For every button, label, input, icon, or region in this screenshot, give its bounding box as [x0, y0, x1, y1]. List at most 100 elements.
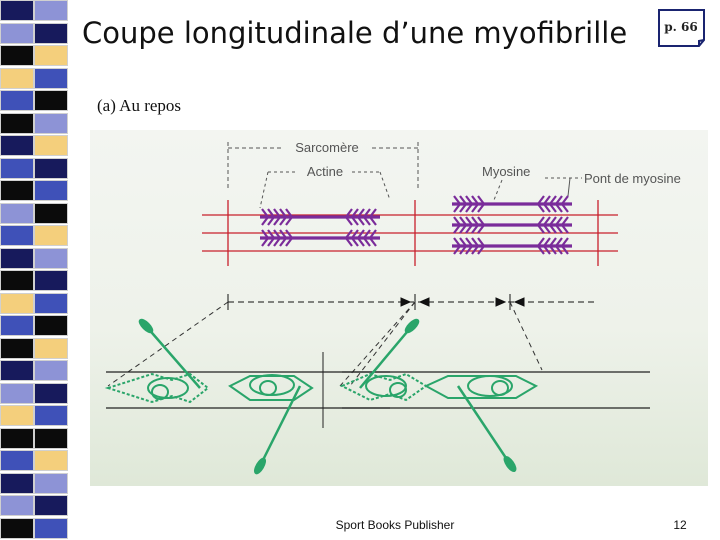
strip-square	[34, 450, 68, 471]
strip-square	[34, 382, 68, 404]
strip-square	[34, 67, 68, 89]
strip-square	[0, 0, 34, 21]
figure-subtitle: (a) Au repos	[97, 96, 182, 115]
strip-square	[34, 112, 68, 134]
cross-bridge-head	[548, 237, 557, 255]
strip-square	[34, 315, 68, 336]
page-reference-text: p. 66	[664, 20, 698, 34]
strip-square	[34, 0, 68, 21]
strip-square	[0, 405, 34, 426]
cross-bridge-head	[459, 237, 468, 255]
strip-square	[34, 90, 68, 111]
strip-square	[0, 517, 34, 539]
thin-filaments	[202, 200, 618, 266]
bridge-pointer-tick	[567, 177, 571, 197]
strip-square	[0, 360, 34, 381]
cross-bridge-head	[368, 229, 377, 247]
strip-square	[0, 225, 34, 246]
strip-square	[0, 450, 34, 471]
strip-square	[0, 112, 34, 134]
cross-bridge-head	[471, 216, 480, 234]
cross-bridge-head	[356, 208, 365, 226]
cross-bridge-head	[368, 208, 377, 226]
cross-bridge-head	[477, 195, 486, 213]
actin-label: Actine	[307, 164, 343, 179]
cross-bridge-head	[560, 216, 569, 234]
strip-square	[34, 472, 68, 494]
myosin-bridge-label: Pont de myosine	[584, 171, 681, 186]
myofibril-figure: Sarcomère Actine Myosine Pont de myosine	[90, 130, 708, 486]
strip-square	[0, 270, 34, 291]
strip-column-right	[34, 0, 68, 540]
cross-bridge-head	[344, 229, 353, 247]
cross-bridge-head	[267, 229, 276, 247]
strip-square	[34, 247, 68, 269]
cross-bridge-head	[560, 237, 569, 255]
cross-bridge-head	[554, 216, 563, 234]
actin-pointer-lines	[259, 171, 391, 209]
strip-square	[34, 157, 68, 179]
cross-bridge-head	[459, 216, 468, 234]
cross-bridge-head	[554, 195, 563, 213]
cross-bridge-head	[465, 195, 474, 213]
myosin-label: Myosine	[482, 164, 530, 179]
cross-bridge-head	[477, 216, 486, 234]
strip-square	[0, 180, 34, 201]
cross-bridge-head	[548, 216, 557, 234]
cross-bridge-head	[350, 229, 359, 247]
cross-bridge-head	[362, 229, 371, 247]
cross-bridge-head	[453, 237, 462, 255]
strip-square	[0, 67, 34, 89]
decorative-strip	[0, 0, 72, 540]
strip-square	[34, 292, 68, 314]
cross-bridge-head	[536, 216, 545, 234]
myosin-cross-bridges	[261, 195, 569, 255]
strip-column-left	[0, 0, 34, 540]
strip-square	[0, 337, 34, 359]
strip-square	[0, 247, 34, 269]
strip-square	[0, 495, 34, 516]
cross-bridge-head	[459, 195, 468, 213]
badge-frame-icon	[658, 9, 705, 47]
sarcomere-bracket	[227, 142, 419, 190]
cross-bridge-head	[285, 229, 294, 247]
strip-square	[34, 360, 68, 381]
cross-bridge-head	[362, 208, 371, 226]
sarcomere-label: Sarcomère	[295, 140, 359, 155]
cross-bridge-head	[542, 216, 551, 234]
cross-bridge-head	[273, 229, 282, 247]
cross-bridge-head	[285, 208, 294, 226]
strip-square	[0, 427, 34, 449]
strip-square	[0, 135, 34, 156]
cross-bridge-head	[453, 195, 462, 213]
slide-number: 12	[673, 518, 687, 532]
cross-bridge-head	[554, 237, 563, 255]
strip-square	[0, 157, 34, 179]
strip-square	[34, 517, 68, 539]
strip-square	[0, 382, 34, 404]
strip-square	[34, 427, 68, 449]
strip-square	[34, 202, 68, 224]
slide-title: Coupe longitudinale d’une myofibrille	[82, 16, 628, 50]
strip-square	[0, 202, 34, 224]
cross-bridge-head	[356, 229, 365, 247]
myofibril-diagram: Sarcomère Actine Myosine Pont de myosine	[90, 130, 708, 486]
strip-square	[34, 22, 68, 44]
strip-square	[0, 45, 34, 66]
cross-bridge-head	[465, 237, 474, 255]
cross-bridge-head	[560, 195, 569, 213]
strip-square	[34, 180, 68, 201]
strip-square	[34, 405, 68, 426]
cross-bridge-head	[453, 216, 462, 234]
cross-bridge-head	[273, 208, 282, 226]
strip-square	[0, 292, 34, 314]
cross-bridge-head	[542, 237, 551, 255]
strip-square	[34, 270, 68, 291]
cross-bridge-head	[471, 195, 480, 213]
cross-bridge-head	[279, 208, 288, 226]
cross-bridge-head	[267, 208, 276, 226]
strip-square	[34, 495, 68, 516]
cross-bridge-head	[536, 195, 545, 213]
strip-square	[0, 315, 34, 336]
publisher-footer: Sport Books Publisher	[335, 518, 455, 532]
